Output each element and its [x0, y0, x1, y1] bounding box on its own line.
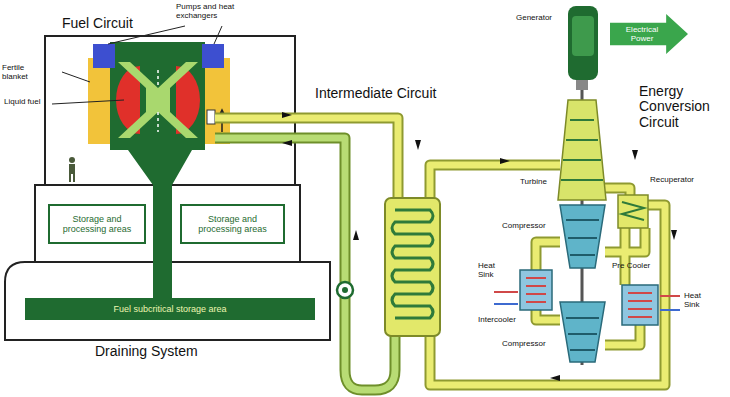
section-title: Energy Conversion Circuit	[639, 84, 727, 130]
part-label: Pre Cooler	[612, 262, 650, 271]
storage-box: Storage and processing areas	[48, 204, 146, 244]
storage-band: Fuel subcritical storage area	[25, 298, 315, 320]
node-text: Storage and processing areas	[186, 214, 279, 235]
part-label: Heat Sink	[478, 262, 510, 280]
node-text: Fuel subcritical storage area	[113, 304, 226, 314]
section-title: Draining System	[95, 344, 198, 359]
power-arrow: Electrical Power	[610, 14, 688, 54]
part-label: Compressor	[502, 340, 546, 349]
part-label: Generator	[516, 14, 552, 23]
part-label: Recuperator	[650, 176, 694, 185]
part-label: Fertile blanket	[2, 64, 50, 82]
section-title: Fuel Circuit	[62, 16, 133, 31]
part-label: Intercooler	[478, 316, 516, 325]
node-text: Electrical Power	[614, 25, 670, 43]
part-label: Pumps and heat exchangers	[176, 3, 246, 21]
part-label: Heat Sink	[684, 292, 716, 310]
part-label: Compressor	[502, 222, 546, 231]
node-text: Storage and processing areas	[54, 214, 140, 235]
storage-box: Storage and processing areas	[180, 204, 285, 244]
section-title: Intermediate Circuit	[315, 86, 436, 101]
part-label: Turbine	[520, 178, 547, 187]
part-label: Liquid fuel	[4, 98, 50, 107]
